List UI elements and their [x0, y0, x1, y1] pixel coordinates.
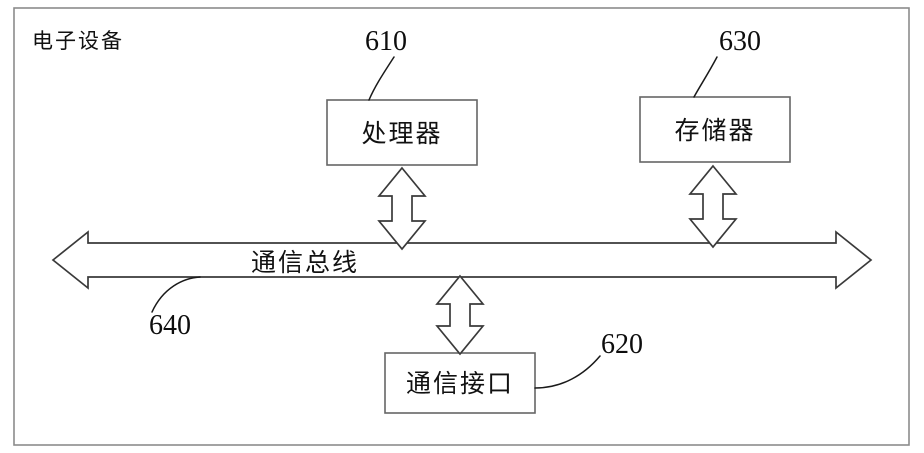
- memory-ref-number: 630: [719, 26, 761, 57]
- comm-interface-leader-line: [534, 355, 601, 389]
- communication-bus-ref-number: 640: [149, 310, 191, 341]
- processor-bus-connector-arrow: [377, 166, 427, 251]
- comm-interface-label: 通信接口: [406, 370, 514, 398]
- comm-interface-ref-number: 620: [601, 329, 643, 360]
- processor-leader-line: [368, 56, 395, 101]
- memory-box[interactable]: [639, 96, 791, 163]
- memory-bus-connector-arrow: [688, 164, 738, 249]
- communication-bus-arrow[interactable]: [51, 230, 873, 290]
- processor-ref-number: 610: [365, 26, 407, 57]
- communication-bus-leader-line: [151, 276, 201, 313]
- memory-label: 存储器: [674, 117, 755, 145]
- processor-box[interactable]: [326, 99, 478, 166]
- communication-bus-label: 通信总线: [251, 249, 359, 277]
- device-frame-label: 电子设备: [32, 29, 124, 53]
- device-frame: [13, 7, 910, 446]
- memory-leader-line: [693, 56, 718, 98]
- processor-label: 处理器: [361, 120, 442, 148]
- bus-comm-interface-connector-arrow: [435, 274, 485, 356]
